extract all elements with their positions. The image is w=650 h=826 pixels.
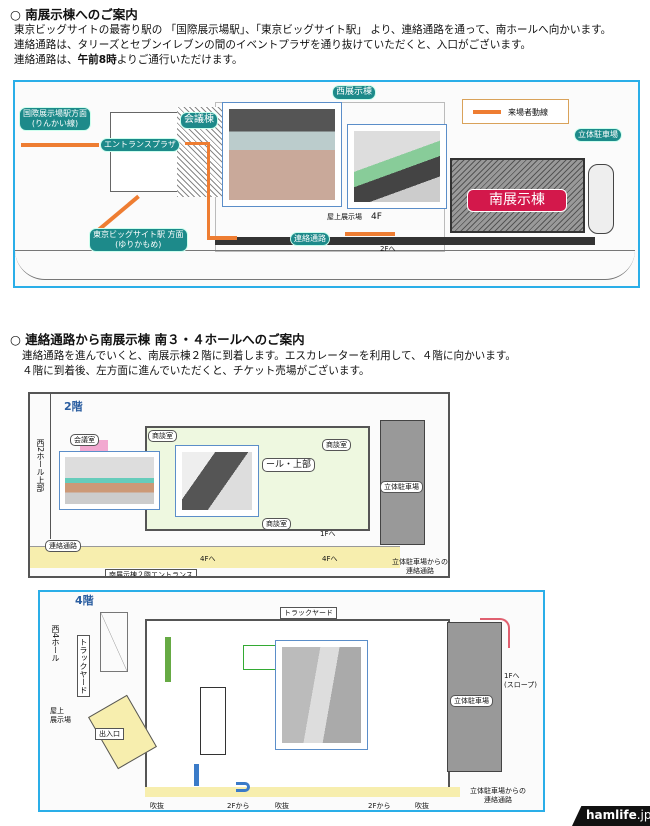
section1-title: ○ 南展示棟へのご案内 — [10, 7, 138, 22]
corridor-photo — [354, 131, 440, 202]
photo-callout-escalator — [175, 445, 259, 517]
label-from-2f: 2Fから — [368, 802, 391, 810]
label-entrance-plaza: エントランスプラザ — [100, 138, 180, 152]
label-rooftop: 屋上展示場 — [50, 707, 71, 724]
label-shodan: 商談室 — [262, 518, 291, 530]
label-truck-yard: トラックヤード — [280, 607, 337, 619]
label-south-hall: 南展示棟 — [467, 189, 567, 212]
green-area — [165, 637, 171, 682]
label-west-hall: 西展示棟 — [332, 85, 377, 101]
text-line: 東京ビッグサイトの最寄り駅の 「国際展示場駅」、「東京ビッグサイト駅」 より、連… — [14, 24, 612, 36]
label-hall: ール・上部 — [262, 458, 316, 472]
text-line: 連絡通路は、午前8時よりご通行いただけます。 — [14, 54, 243, 66]
label-walkway: 連絡通路 — [290, 232, 330, 246]
label-parking: 立体駐車場 — [450, 695, 493, 707]
label-from-parking: 立体駐車場からの連絡通路 — [470, 787, 526, 804]
floor-label: 2階 — [64, 400, 83, 413]
legend: 来場者動線 — [462, 99, 569, 124]
ticket-area — [200, 687, 226, 755]
label-bigsight-station: 東京ビッグサイト駅 方面(ゆりかもめ) — [89, 228, 188, 252]
label-walkway: 連絡通路 — [45, 540, 81, 552]
route-arrow — [207, 236, 237, 240]
route-arrow — [207, 142, 210, 237]
label-from-parking: 立体駐車場からの連絡通路 — [392, 558, 448, 575]
label-shodan: 商談室 — [148, 430, 177, 442]
label-conference: 会議棟 — [180, 112, 218, 129]
label-conference: 会議室 — [70, 434, 99, 446]
plaza-photo — [229, 109, 335, 200]
photo-callout-corridor — [347, 124, 447, 209]
floor-label: 4階 — [75, 594, 94, 607]
label-4f: 4F — [371, 212, 382, 222]
access-map: 国際展示場駅方面(りんかい線) エントランスプラザ 会議棟 東京ビッグサイト駅 … — [13, 80, 640, 288]
label-fukinuke: 吹抜 — [275, 802, 289, 810]
text-line: 連絡通路は、タリーズとセブンイレブンの間のイベントプラザを通り抜けていただくと、… — [14, 39, 532, 51]
entrance-plaza-area — [110, 112, 180, 192]
photo-callout-plaza — [222, 102, 342, 207]
section2-text: 連絡通路を進んでいくと、南展示棟２階に到着します。エスカレーターを利用して、４階… — [22, 349, 516, 379]
label-from-2f: 2Fから — [227, 802, 250, 810]
route-arrow — [345, 232, 395, 236]
route-arrow — [21, 143, 99, 147]
text-line: 連絡通路を進んでいくと、南展示棟２階に到着します。エスカレーターを利用して、４階… — [22, 350, 516, 362]
label-to-4f: 4Fへ — [322, 555, 338, 563]
label-to-1f: 1Fへ — [320, 530, 336, 538]
label-rooftop: 屋上展示場 — [327, 213, 362, 221]
label-entrance: 南展示棟２階エントランス — [105, 569, 197, 576]
label-fukinuke: 吹抜 — [415, 802, 429, 810]
label-to-4f: 4Fへ — [200, 555, 216, 563]
escalator-photo — [182, 452, 252, 510]
floor-map-2f: 2階 西2ホール上部 会議室 商談室 ール・上部 商談室 商談室 立体駐車場 連… — [28, 392, 450, 578]
label-to-1f-slope: 1Fへ(スロープ) — [504, 672, 538, 689]
up-arrow-icon — [194, 764, 199, 786]
u-turn-arrow-icon — [236, 782, 250, 792]
floor-map-4f: 4階 トラックヤード 西4ホール トラックヤード 屋上展示場 出入口 立体駐車場… — [38, 590, 545, 812]
photo-callout-entrance — [59, 451, 160, 510]
hamlife-logo: hamlife.jp — [572, 806, 650, 826]
label-kokusai-station: 国際展示場駅方面(りんかい線) — [19, 107, 91, 131]
label-west4: 西4ホール — [51, 625, 60, 663]
label-2f: 2Fへ — [380, 245, 396, 253]
label-truck-yard-side: トラックヤード — [77, 635, 90, 697]
section2-title: ○ 連絡通路から南展示棟 南３・４ホールへのご案内 — [10, 332, 305, 347]
hallway-photo — [282, 647, 361, 743]
section1-text: 東京ビッグサイトの最寄り駅の 「国際展示場駅」、「東京ビッグサイト駅」 より、連… — [14, 23, 611, 68]
photo-callout-hallway — [275, 640, 368, 750]
parking-structure — [588, 164, 614, 234]
label-parking: 立体駐車場 — [380, 481, 423, 493]
road — [15, 250, 635, 280]
label-shodan: 商談室 — [322, 439, 351, 451]
entrance-photo — [65, 457, 154, 504]
label-west2: 西2ホール上部 — [36, 439, 45, 493]
wall-line — [50, 394, 51, 539]
walkway — [215, 237, 595, 245]
label-exit: 出入口 — [95, 728, 124, 740]
entrance-corridor — [30, 546, 400, 568]
slope-arrow-icon — [480, 618, 510, 648]
void-area — [100, 612, 128, 672]
corridor — [145, 787, 460, 797]
legend-arrow-icon — [473, 110, 501, 114]
label-parking: 立体駐車場 — [574, 128, 622, 142]
label-fukinuke: 吹抜 — [150, 802, 164, 810]
text-line: ４階に到着後、左方面に進んでいただくと、チケット売場がございます。 — [22, 365, 370, 377]
route-arrow — [185, 142, 209, 145]
